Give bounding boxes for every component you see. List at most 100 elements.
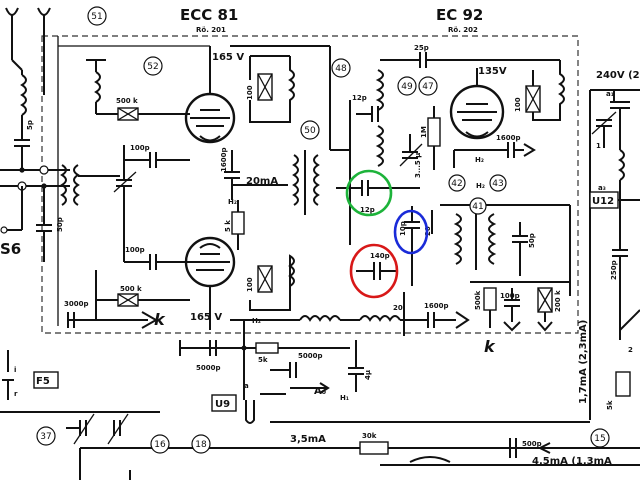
svg-text:165 V: 165 V	[190, 312, 222, 323]
highlight-red-circle	[349, 243, 399, 299]
ref-43	[489, 174, 507, 192]
svg-text:25p: 25p	[414, 44, 429, 52]
svg-text:a₃: a₃	[598, 184, 606, 192]
ec92-title: EC 92	[436, 6, 483, 24]
svg-text:100: 100	[514, 97, 522, 112]
svg-text:41: 41	[472, 202, 483, 212]
svg-text:i: i	[14, 366, 16, 374]
ecc81-grid-network: 500 k 100p 100p 500 k 3000p	[64, 59, 190, 329]
svg-text:48: 48	[335, 64, 347, 74]
ref-52	[143, 56, 163, 76]
svg-text:H₂: H₂	[476, 182, 485, 190]
s6-label: S6	[0, 240, 21, 258]
filament-line: 1600p 20	[270, 292, 470, 336]
u12-box: U12	[589, 191, 619, 209]
ref-42	[448, 174, 466, 192]
detector-network: 500k 100p 200 k	[470, 281, 570, 332]
svg-text:500 k: 500 k	[116, 97, 138, 105]
svg-text:k: k	[484, 337, 496, 356]
ref-49	[397, 76, 417, 96]
svg-text:140p: 140p	[370, 252, 390, 260]
svg-text:1,7mA (2,3mA): 1,7mA (2,3mA)	[578, 320, 589, 404]
ec92-part: Rö. 202	[448, 26, 478, 34]
svg-text:50: 50	[304, 126, 316, 136]
svg-text:5k: 5k	[258, 356, 268, 364]
ref-48	[331, 58, 351, 78]
svg-text:H₂: H₂	[252, 317, 261, 325]
svg-text:20mA: 20mA	[246, 176, 278, 187]
svg-text:43: 43	[492, 179, 503, 189]
svg-text:135V: 135V	[478, 66, 507, 77]
svg-text:20: 20	[393, 304, 403, 312]
cap-10p: 10p	[399, 206, 420, 286]
svg-text:100p: 100p	[500, 292, 520, 300]
svg-text:1M: 1M	[420, 126, 428, 138]
svg-text:H₂: H₂	[228, 198, 237, 206]
svg-text:12p: 12p	[360, 206, 375, 214]
svg-text:U9: U9	[215, 399, 230, 410]
ec92-oscillator: 25p 12p 3...5 µ 1M	[349, 44, 470, 245]
ref-50	[300, 120, 320, 140]
ecc81-title: ECC 81	[180, 6, 238, 24]
svg-text:30k: 30k	[362, 432, 377, 440]
highlight-blue-circle	[393, 209, 429, 255]
svg-text:U12: U12	[592, 196, 614, 207]
svg-text:H₁: H₁	[340, 394, 349, 402]
svg-text:5000p: 5000p	[196, 364, 221, 372]
svg-text:H₂: H₂	[475, 156, 484, 164]
bottom-rails	[79, 421, 640, 480]
svg-text:5000p: 5000p	[298, 352, 323, 360]
ecc81-tube-bottom	[184, 236, 236, 330]
svg-text:49: 49	[401, 82, 413, 92]
svg-text:2: 2	[628, 346, 633, 354]
ref-41	[469, 197, 487, 215]
ref-47	[418, 76, 438, 96]
svg-text:5 k: 5 k	[224, 220, 232, 232]
ecc81-part: Rö. 201	[196, 26, 226, 34]
svg-text:4µ: 4µ	[364, 370, 372, 380]
svg-text:200 k: 200 k	[554, 290, 562, 312]
cap-50p-label: 50p	[56, 217, 64, 232]
svg-text:250p: 250p	[610, 260, 618, 280]
if-transformer-50	[292, 46, 350, 215]
svg-text:r: r	[14, 390, 18, 398]
svg-text:12p: 12p	[352, 94, 367, 102]
svg-text:15: 15	[594, 434, 605, 444]
svg-text:42: 42	[451, 179, 462, 189]
f5-box: F5 i r	[2, 350, 59, 400]
highlight-green-circle	[345, 169, 393, 217]
svg-text:500 k: 500 k	[120, 285, 142, 293]
ecc81-tube-top	[184, 46, 236, 144]
svg-text:47: 47	[422, 82, 433, 92]
svg-text:F5: F5	[36, 376, 50, 387]
ref-37	[36, 426, 56, 446]
svg-text:a₁: a₁	[606, 90, 614, 98]
svg-text:3000p: 3000p	[64, 300, 89, 308]
ref-16	[150, 434, 170, 454]
svg-text:5p: 5p	[26, 120, 34, 130]
svg-text:1: 1	[596, 142, 601, 150]
ecc81-anode-network: 100 1600p 5 k H₂ 100	[220, 45, 330, 321]
svg-text:500k: 500k	[474, 290, 482, 310]
svg-text:1600p: 1600p	[496, 134, 521, 142]
shield-boundary	[41, 35, 579, 334]
mixer-cap-12p: 12p	[336, 180, 420, 214]
svg-text:k: k	[154, 310, 166, 329]
ref-15	[590, 428, 610, 448]
svg-text:A₀: A₀	[314, 386, 326, 397]
ec92-anode-network: 100 1600p	[453, 59, 565, 168]
svg-text:1600p: 1600p	[220, 148, 228, 173]
ref-51	[87, 6, 107, 26]
right-supply	[589, 89, 640, 420]
svg-text:4,5mA (1,3mA: 4,5mA (1,3mA	[532, 456, 612, 467]
svg-text:5k: 5k	[606, 400, 614, 410]
svg-text:100p: 100p	[130, 144, 150, 152]
bottom-left-trimmers	[0, 411, 160, 445]
svg-text:500p: 500p	[522, 440, 542, 448]
svg-text:37: 37	[40, 432, 51, 442]
svg-text:51: 51	[91, 12, 102, 22]
svg-text:18: 18	[195, 440, 207, 450]
svg-text:10p: 10p	[399, 221, 407, 236]
svg-text:50p: 50p	[528, 233, 536, 248]
